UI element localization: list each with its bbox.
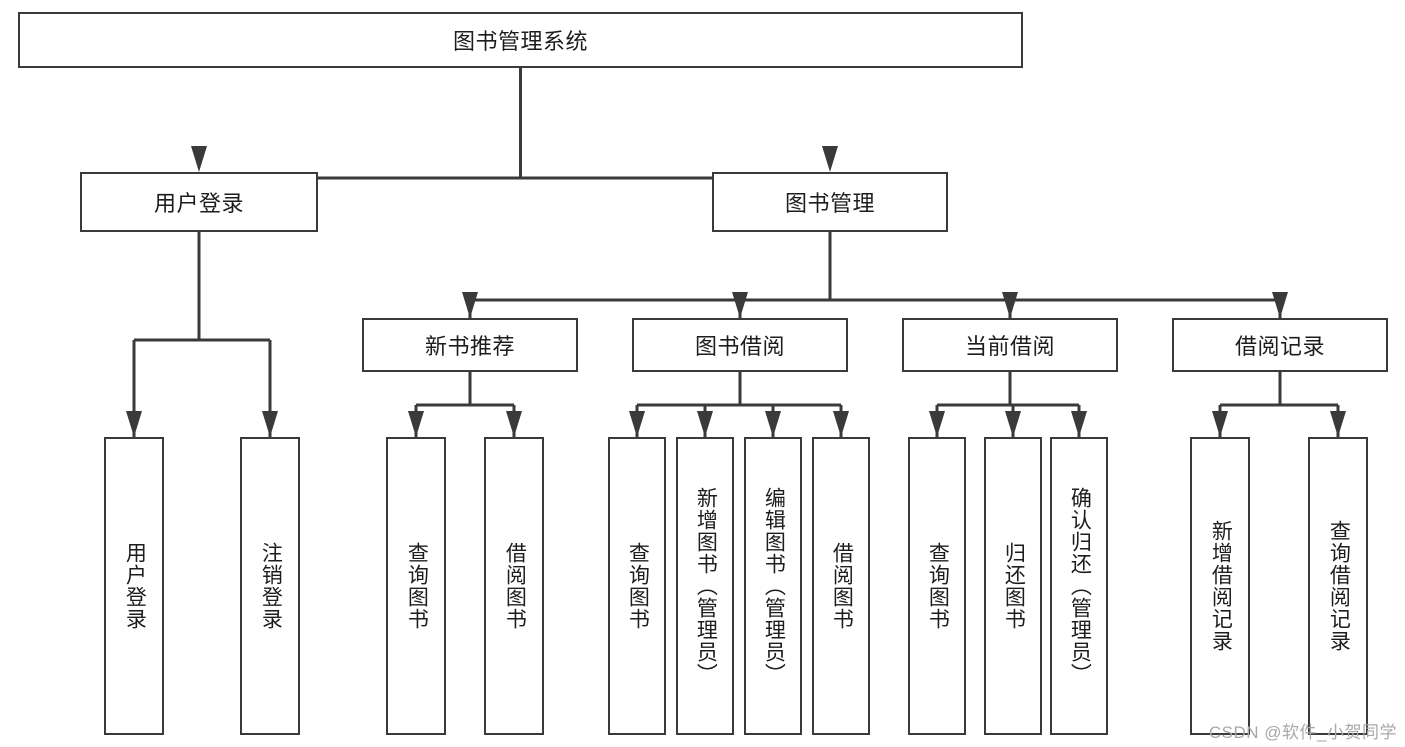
edge-arrowhead	[929, 411, 945, 437]
node-label: 图书管理	[784, 191, 875, 216]
node-label: 借阅记录	[1234, 334, 1325, 359]
node-label: 查询图书	[626, 542, 650, 630]
node-label: 用户登录	[153, 191, 244, 216]
node-leaf-nb-query[interactable]: 查询图书	[386, 437, 446, 735]
node-label: 借阅图书	[503, 542, 527, 630]
node-label: 借阅图书	[830, 542, 854, 630]
edge-arrowhead	[765, 411, 781, 437]
node-label: 编辑图书（管理员）	[762, 487, 786, 685]
node-label: 确认归还（管理员）	[1068, 487, 1092, 685]
edge-arrowhead	[506, 411, 522, 437]
edge-arrowhead	[1272, 292, 1288, 318]
node-leaf-cu-query[interactable]: 查询图书	[908, 437, 966, 735]
edge-arrowhead	[1330, 411, 1346, 437]
node-label: 注销登录	[259, 542, 283, 630]
edge-arrowhead	[1005, 411, 1021, 437]
edge-arrowhead	[191, 146, 207, 172]
node-label: 图书管理系统	[452, 29, 588, 54]
node-root[interactable]: 图书管理系统	[18, 12, 1023, 68]
node-label: 查询图书	[926, 542, 950, 630]
edge-arrowhead	[126, 411, 142, 437]
node-label: 归还图书	[1002, 542, 1026, 630]
node-label: 查询图书	[405, 542, 429, 630]
edge-arrowhead	[1212, 411, 1228, 437]
node-records[interactable]: 借阅记录	[1172, 318, 1388, 372]
edge-arrowhead	[408, 411, 424, 437]
edge-arrowhead	[697, 411, 713, 437]
edge-arrowhead	[462, 292, 478, 318]
node-leaf-bo-query[interactable]: 查询图书	[608, 437, 666, 735]
node-leaf-cu-confirm[interactable]: 确认归还（管理员）	[1050, 437, 1108, 735]
node-label: 当前借阅	[964, 334, 1055, 359]
edge-arrowhead	[629, 411, 645, 437]
node-label: 新增图书（管理员）	[694, 487, 718, 685]
edge-arrowhead	[1002, 292, 1018, 318]
node-label: 用户登录	[123, 542, 147, 630]
node-leaf-bo-edit[interactable]: 编辑图书（管理员）	[744, 437, 802, 735]
node-label: 新增借阅记录	[1209, 520, 1233, 652]
node-leaf-user-logout[interactable]: 注销登录	[240, 437, 300, 735]
node-newbook[interactable]: 新书推荐	[362, 318, 578, 372]
node-label: 图书借阅	[694, 334, 785, 359]
edge-arrowhead	[732, 292, 748, 318]
node-borrow[interactable]: 图书借阅	[632, 318, 848, 372]
node-leaf-rc-query[interactable]: 查询借阅记录	[1308, 437, 1368, 735]
edge-arrowhead	[822, 146, 838, 172]
node-label: 新书推荐	[424, 334, 515, 359]
node-current[interactable]: 当前借阅	[902, 318, 1118, 372]
watermark-label: CSDN @软件_小贺同学	[1208, 723, 1397, 742]
node-login[interactable]: 用户登录	[80, 172, 318, 232]
node-leaf-cu-return[interactable]: 归还图书	[984, 437, 1042, 735]
edge-arrowhead	[833, 411, 849, 437]
node-label: 查询借阅记录	[1327, 520, 1351, 652]
node-bookmgmt[interactable]: 图书管理	[712, 172, 948, 232]
node-leaf-bo-add[interactable]: 新增图书（管理员）	[676, 437, 734, 735]
node-leaf-rc-add[interactable]: 新增借阅记录	[1190, 437, 1250, 735]
edge-arrowhead	[262, 411, 278, 437]
node-leaf-bo-borrow[interactable]: 借阅图书	[812, 437, 870, 735]
edge-arrowhead	[1071, 411, 1087, 437]
node-leaf-user-login[interactable]: 用户登录	[104, 437, 164, 735]
node-leaf-nb-borrow[interactable]: 借阅图书	[484, 437, 544, 735]
